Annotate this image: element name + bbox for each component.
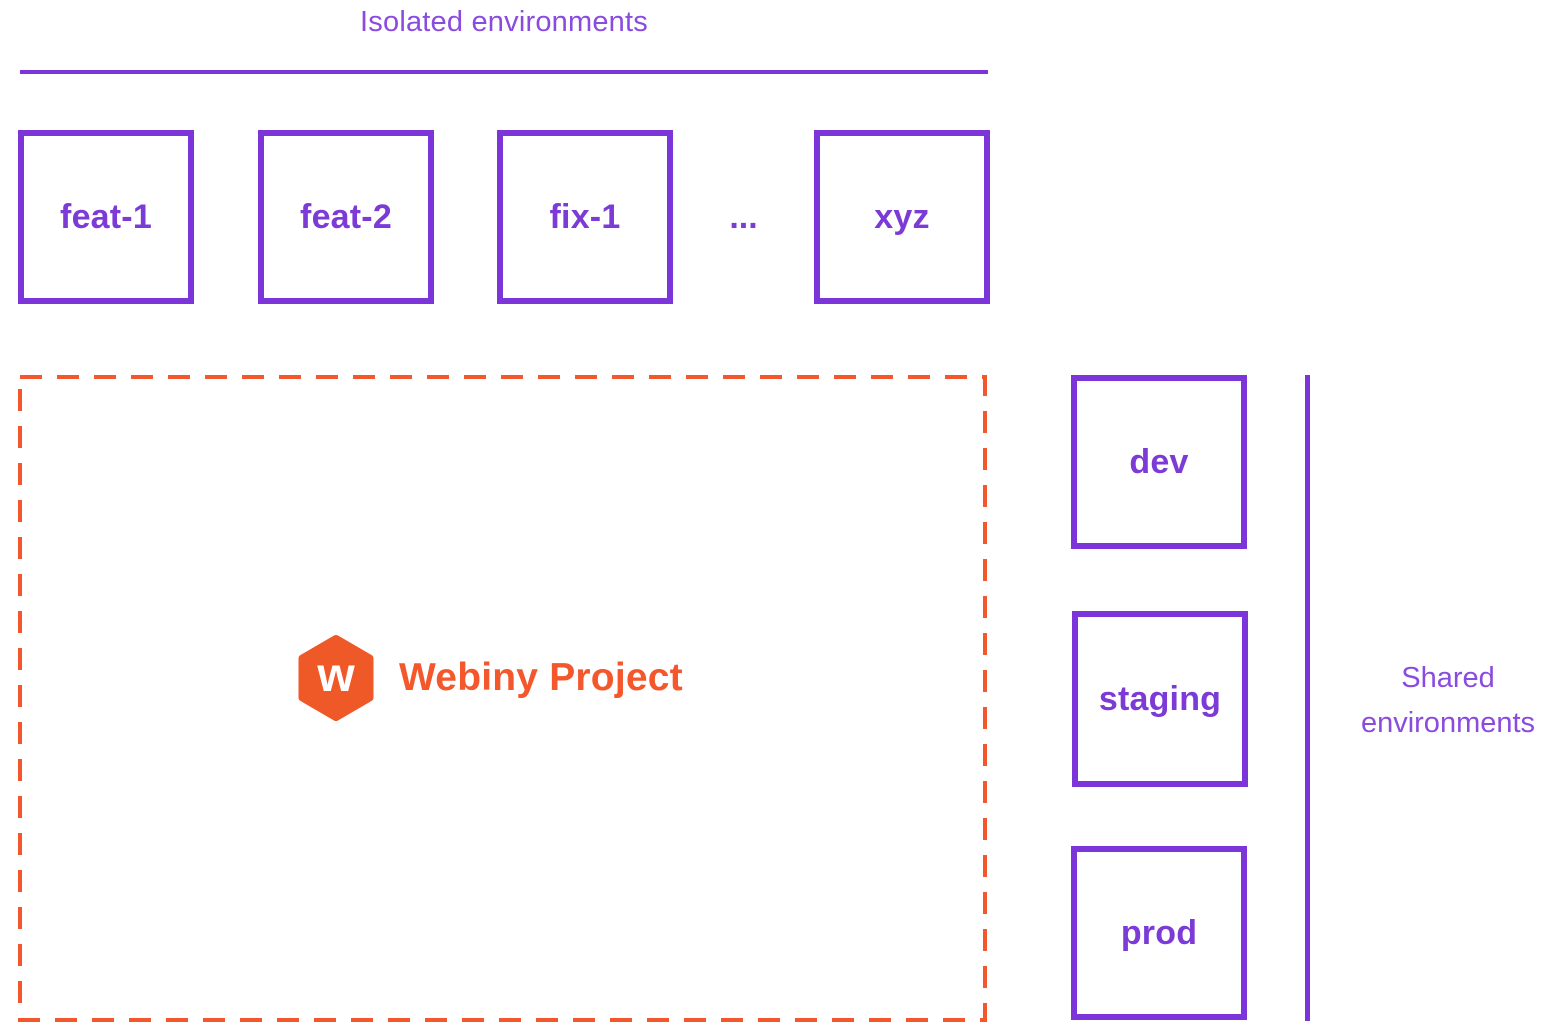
env-box-label: xyz — [874, 197, 930, 236]
shared-environments-title: Shared environments — [1360, 662, 1536, 739]
env-box-feat-1: feat-1 — [18, 130, 194, 304]
env-box-label: prod — [1120, 913, 1198, 952]
env-box-staging: staging — [1072, 611, 1248, 787]
env-box-feat-2: feat-2 — [258, 130, 434, 304]
env-box-label: feat-2 — [300, 197, 392, 236]
isolated-environments-divider — [20, 70, 988, 74]
env-box-label: staging — [1098, 679, 1222, 718]
dashed-border — [18, 375, 987, 1022]
env-box-dev: dev — [1071, 375, 1247, 549]
webiny-project-brand: w Webiny Project — [296, 634, 683, 722]
webiny-project-title: Webiny Project — [399, 656, 683, 699]
env-box-label: dev — [1129, 442, 1189, 481]
webiny-logo-icon: w — [296, 634, 376, 722]
env-box-prod: prod — [1071, 846, 1247, 1020]
env-box-label: fix-1 — [549, 197, 621, 236]
env-box-fix-1: fix-1 — [497, 130, 673, 304]
hexagon-shape — [298, 635, 374, 721]
isolated-environments-title: Isolated environments — [360, 6, 648, 38]
webiny-project-box — [18, 375, 987, 1022]
webiny-logo-letter: w — [317, 648, 355, 702]
shared-environments-divider — [1305, 375, 1310, 1021]
env-box-label: feat-1 — [60, 197, 152, 236]
more-environments-ellipsis: ... — [729, 197, 758, 236]
env-box-xyz: xyz — [814, 130, 990, 304]
